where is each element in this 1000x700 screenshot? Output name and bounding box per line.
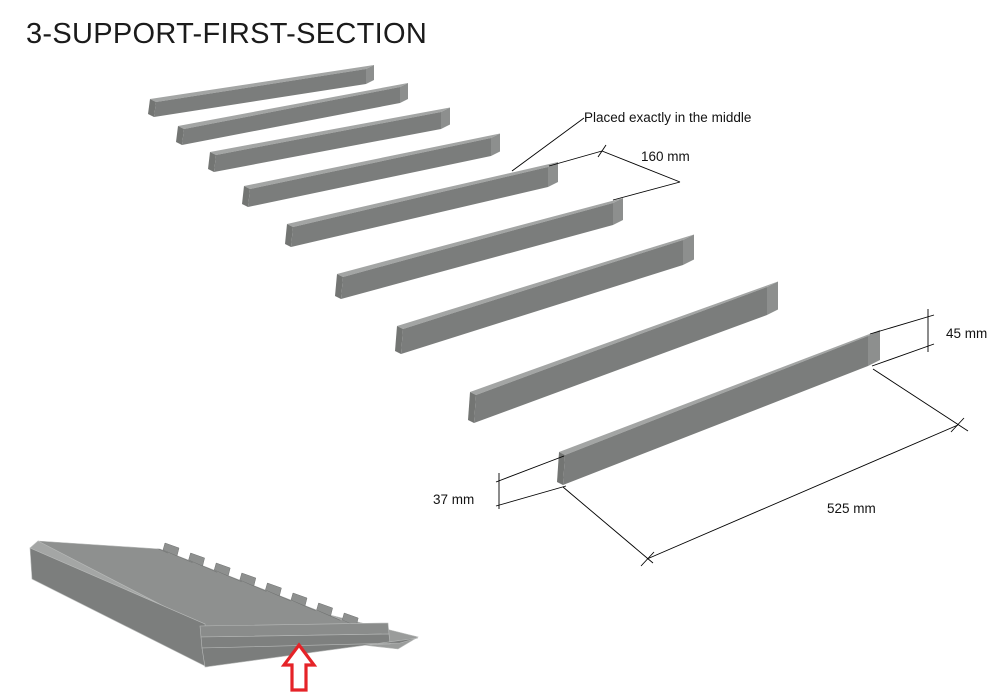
dim-height-witness-bottom [871,343,935,367]
page-title: 3-SUPPORT-FIRST-SECTION [26,18,428,50]
support-beams [148,65,880,485]
leader-note: Placed exactly in the middle [584,110,751,125]
beam-top-face [178,83,408,129]
support-beam-9 [557,330,880,485]
inset-rib-end [239,572,257,587]
dim-spacing-tick [597,144,607,158]
support-beam-4 [242,133,500,207]
red-arrow-indicator [280,642,318,692]
beam-left-end-face [208,152,216,172]
support-beam-3 [208,107,450,172]
beam-left-end-face [468,392,476,423]
beam-top-face [559,330,880,455]
inset-rib-end [265,582,282,597]
inset-rib-end [290,592,308,607]
beam-top-face [470,281,778,395]
leader-line [511,117,585,172]
beam-top-face [397,234,694,329]
beam-right-end-face [868,330,880,366]
beam-front-face [182,87,400,145]
dim-length-tick-left [640,551,655,567]
dim-spacing-line-upper [601,150,681,183]
inset-bottom-band [201,637,419,668]
beam-right-end-face [767,281,778,315]
beam-left-end-face [285,224,293,247]
dim-spacing-witness [548,150,603,167]
support-beam-5 [285,162,558,247]
beam-top-face [150,65,374,102]
dim-thickness-witness-top [495,455,565,483]
beam-front-face [291,167,548,247]
dim-thickness-witness-bottom [495,485,567,507]
beam-right-end-face [613,198,623,225]
dim-height-witness-top [869,314,935,335]
inset-rib-end [188,552,205,567]
dimension-lines [495,117,969,567]
beam-front-face [214,112,441,172]
beam-right-end-face [548,162,558,187]
support-beam-6 [335,198,623,299]
beam-top-face [210,107,450,155]
beam-left-end-face [148,99,156,117]
beam-right-end-face [441,107,450,129]
inset-rib-end [213,562,231,577]
inset-rib-end [162,542,180,557]
beam-front-face [474,287,767,423]
beam-right-end-face [683,234,694,265]
beam-front-face [154,69,366,117]
support-beam-2 [176,83,408,145]
beam-front-face [341,203,613,299]
support-beam-8 [468,281,778,423]
beam-left-end-face [557,452,565,485]
beam-top-face [337,198,623,277]
beam-left-end-face [176,126,184,145]
support-beam-7 [395,234,694,354]
dim-length-witness-right [872,368,969,432]
beam-left-end-face [242,186,250,207]
beam-left-end-face [395,326,403,354]
dimension-height-label: 45 mm [946,326,987,341]
dim-spacing-line-lower [612,181,681,201]
dim-length-tick-right [950,417,965,433]
beam-front-face [248,138,491,207]
beam-left-end-face [335,274,343,299]
inset-rib-end [316,602,333,617]
beam-top-face [287,162,558,227]
assembled-preview [29,540,419,668]
inset-rib-ends [162,542,359,627]
beam-top-face [244,133,500,189]
beam-right-end-face [491,133,500,156]
beam-front-face [401,240,683,354]
beam-front-face [563,336,868,485]
dim-length-line [646,424,959,560]
dimension-thickness-label: 37 mm [433,492,474,507]
dim-length-witness-left [562,486,654,564]
support-beam-1 [148,65,374,117]
beam-right-end-face [366,65,374,84]
dimension-length-label: 525 mm [827,501,876,516]
beam-right-end-face [400,83,408,103]
dimension-spacing-label: 160 mm [641,149,690,164]
